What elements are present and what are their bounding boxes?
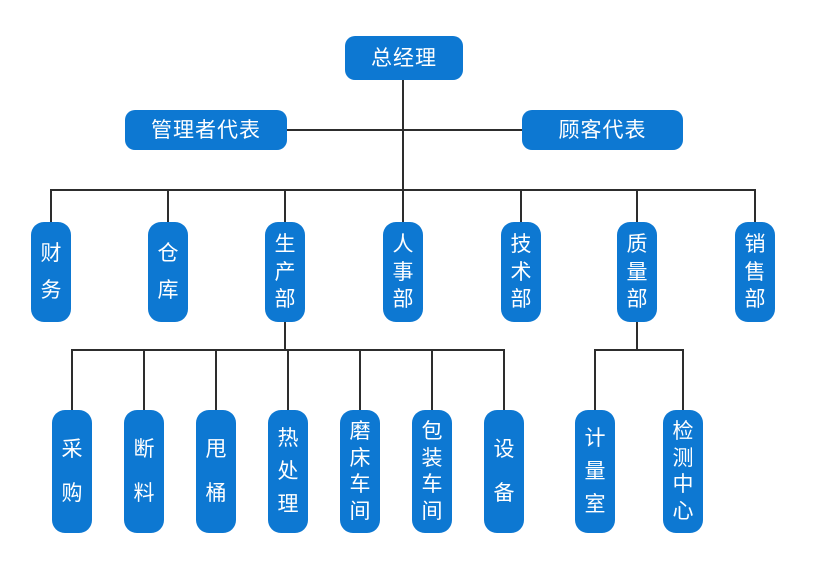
node-technology-dept: 技术部 [501,222,541,322]
node-label: 热处理 [277,426,299,516]
node-quality-dept: 质量部 [617,222,657,322]
node-hr-dept: 人事部 [383,222,423,322]
connector-line [402,80,404,222]
node-label: 顾客代表 [558,117,647,142]
node-management-representative: 管理者代表 [125,110,287,150]
connector-line [50,190,52,222]
node-production-dept: 生产部 [265,222,305,322]
node-label: 人事部 [392,232,414,311]
node-warehouse: 仓库 [148,222,188,322]
connector-line [143,350,145,410]
connector-line [215,350,217,410]
node-label: 计量室 [584,426,606,516]
connector-line [287,129,522,131]
node-label: 销售部 [744,232,766,311]
node-material-cutting: 断料 [124,410,164,533]
node-label: 技术部 [510,232,532,311]
connector-line [594,349,684,351]
connector-line [503,350,505,410]
connector-line [359,350,361,410]
node-heat-treatment: 热处理 [268,410,308,533]
connector-line [284,322,286,350]
node-grinding-workshop: 磨床车间 [340,410,380,533]
node-label: 甩桶 [205,437,227,505]
connector-line [287,350,289,410]
connector-line [167,190,169,222]
node-customer-representative: 顾客代表 [522,110,683,150]
node-sales-dept: 销售部 [735,222,775,322]
node-label: 生产部 [274,232,296,311]
node-label: 采购 [61,437,83,505]
node-packaging-workshop: 包装车间 [412,410,452,533]
connector-line [636,322,638,350]
connector-line [50,189,756,191]
connector-line [71,350,73,410]
node-label: 检测中心 [672,419,694,523]
connector-line [636,190,638,222]
node-label: 断料 [133,437,155,505]
node-label: 财务 [40,241,62,302]
node-testing-center: 检测中心 [663,410,703,533]
node-tumbling: 甩桶 [196,410,236,533]
node-label: 管理者代表 [151,117,261,142]
node-finance: 财务 [31,222,71,322]
node-metrology-room: 计量室 [575,410,615,533]
connector-line [431,350,433,410]
node-label: 设备 [493,437,515,505]
node-label: 包装车间 [421,419,443,523]
connector-line [682,350,684,410]
node-label: 磨床车间 [349,419,371,523]
node-label: 总经理 [371,45,437,70]
node-equipment: 设备 [484,410,524,533]
node-label: 质量部 [626,232,648,311]
connector-line [594,350,596,410]
connector-line [754,190,756,222]
connector-line [520,190,522,222]
node-general-manager: 总经理 [345,36,463,80]
connector-line [284,190,286,222]
node-purchasing: 采购 [52,410,92,533]
node-label: 仓库 [157,241,179,302]
